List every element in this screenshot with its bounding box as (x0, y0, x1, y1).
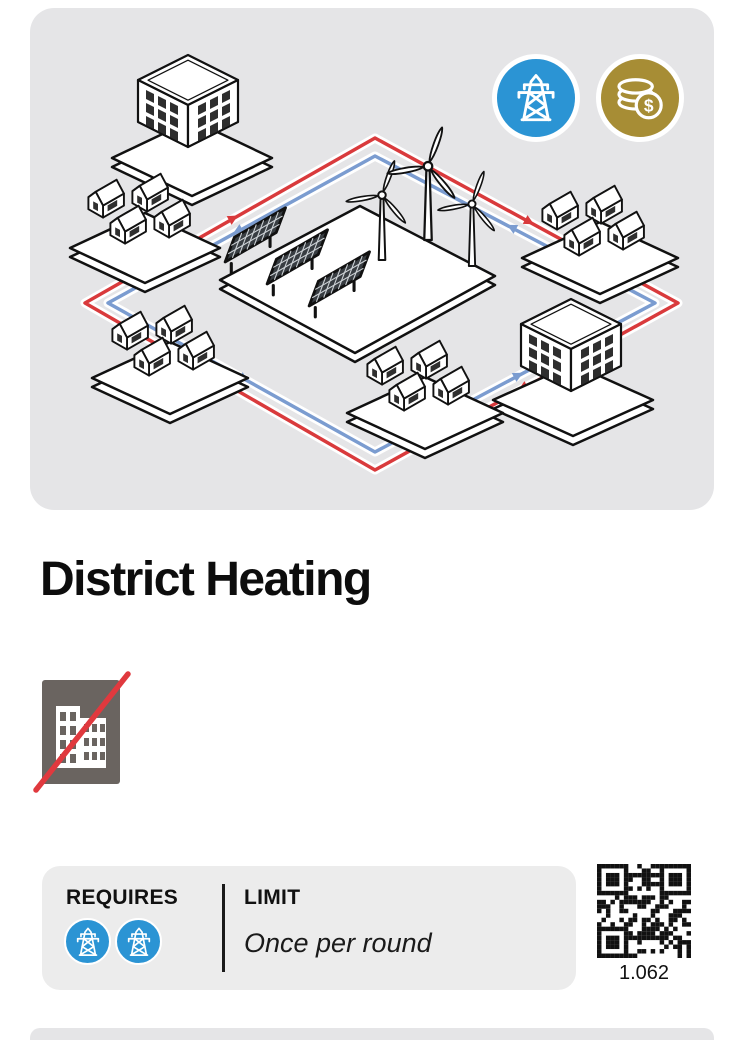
power-pylon-icon (517, 74, 555, 122)
central-energy-platform (218, 125, 497, 364)
requires-label: REQUIRES (66, 886, 179, 909)
qr-caption: 1.062 (618, 962, 670, 984)
requires-pylon-icon-2 (115, 918, 162, 965)
electricity-badge (492, 54, 580, 142)
house-cluster-right (520, 184, 680, 305)
office-building-topleft (110, 53, 274, 207)
house-cluster-bottom (345, 339, 505, 460)
coin-stack-icon: $ (617, 78, 663, 120)
qr-code (597, 864, 691, 958)
office-building-bottomright (491, 297, 655, 447)
requires-pylon-icon-1 (64, 918, 111, 965)
house-cluster-left (68, 172, 222, 294)
card-title: District Heating (40, 553, 372, 606)
house-cluster-bottomleft (90, 304, 250, 425)
info-divider (222, 884, 225, 972)
money-badge: $ (596, 54, 684, 142)
limit-label: LIMIT (244, 886, 301, 909)
dollar-symbol: $ (644, 96, 654, 116)
prohibition-slash (33, 671, 131, 793)
heating-pipes (80, 133, 683, 475)
next-card-edge (30, 1028, 714, 1040)
card-artwork: $ (30, 8, 714, 510)
limit-value: Once per round (244, 928, 432, 958)
requires-icons (64, 918, 162, 965)
district-heating-illustration (68, 53, 683, 475)
no-building-icon (33, 671, 131, 793)
qr-block: 1.062 (596, 864, 692, 985)
info-box: REQUIRES LIMIT Once per round (42, 866, 576, 990)
